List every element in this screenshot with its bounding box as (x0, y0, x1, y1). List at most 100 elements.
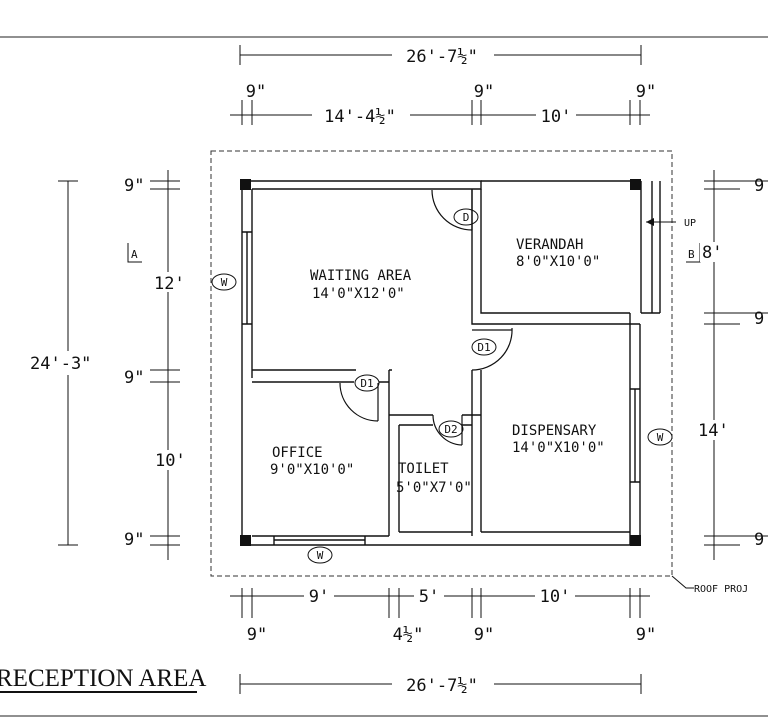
section-marker-a-frame (127, 243, 142, 263)
window-tag-left-ring (211, 273, 237, 291)
right-dimensions (704, 170, 768, 560)
bottom-dimension-labels: 9' 5' 10' 9" 4½" 9" 9" 26'-7½" (247, 586, 656, 696)
room-labels: WAITING AREA 14'0"X12'0" VERANDAH 8'0"X1… (270, 237, 605, 496)
section-marker-b: B (688, 248, 695, 261)
dim-top-span-right: 10' (541, 107, 572, 127)
left-dimension-labels: 24'-3" 9" 12' 9" 10' 9" (28, 176, 186, 550)
wall-left (241, 181, 253, 545)
door-swing-d1-office (339, 382, 379, 422)
room-name-office: OFFICE (272, 445, 323, 461)
top-dimension-labels: 26'-7½" 9" 14'-4½" 9" 10' 9" (246, 44, 656, 127)
door-tag-d2-ring (438, 420, 464, 438)
dim-bottom-span-left: 9' (309, 587, 329, 607)
columns (240, 179, 641, 546)
door-tag-d: D (463, 211, 470, 224)
wall-office-top (252, 369, 356, 383)
dim-left-span-lower: 10' (155, 451, 186, 471)
dim-top-overall-mask (392, 44, 494, 66)
door-swing-d (431, 189, 473, 231)
dim-left-wall-bottom: 9" (124, 530, 144, 550)
door-tag-d1-office-ring (354, 374, 380, 392)
dim-right-wall-mid: 9 (754, 309, 764, 329)
dim-top-wall-right: 9" (636, 82, 656, 102)
dim-top-span-left-mask (312, 105, 410, 125)
dim-right-wall-top: 9 (754, 176, 764, 196)
room-name-waiting: WAITING AREA (310, 268, 412, 284)
right-dimension-labels: 8' 14' 9 9 9 (696, 176, 764, 550)
window-tag-bottom-ring (307, 546, 333, 564)
dim-top-wall-left: 9" (246, 82, 266, 102)
wall-office-door-jamb (379, 369, 392, 383)
dim-right-wall-bottom: 9 (754, 530, 764, 550)
dim-bottom-span-right: 10' (540, 587, 571, 607)
window-tag-bottom: W (317, 549, 324, 562)
dim-left-overall-mask (28, 351, 106, 375)
window-tag-right: W (657, 431, 664, 444)
roof-projection-leader: ROOF PROJ (671, 575, 748, 595)
room-size-waiting: 14'0"X12'0" (312, 286, 405, 302)
dim-right-span-upper-mask (700, 242, 726, 262)
verandah-steps (640, 181, 661, 314)
room-name-dispensary: DISPENSARY (512, 423, 597, 439)
column-bottom-left (240, 535, 251, 546)
dim-bottom-span-left-mask (304, 586, 334, 606)
dim-left-overall: 24'-3" (30, 354, 91, 374)
section-marker-a: A (131, 248, 138, 261)
door-swing-d2 (432, 414, 463, 446)
column-bottom-right (630, 535, 641, 546)
dim-right-span-upper: 8' (702, 243, 722, 263)
dim-top-span-left: 14'-4½" (324, 107, 396, 127)
roof-projection-label: ROOF PROJ (694, 584, 748, 595)
door-tags (211, 208, 673, 564)
dim-top-overall: 26'-7½" (406, 47, 478, 67)
dim-bottom-wall-mid-right: 9" (474, 625, 494, 645)
door-tag-d1-office: D1 (360, 377, 373, 390)
section-markers (127, 243, 701, 263)
door-tag-d1-dispensary: D1 (477, 341, 490, 354)
wall-right (629, 313, 641, 545)
up-arrow-head (646, 218, 654, 226)
door-tag-d-ring (453, 208, 479, 226)
room-size-dispensary: 14'0"X10'0" (512, 440, 605, 456)
door-swings (339, 189, 513, 446)
room-name-toilet: TOILET (398, 461, 449, 477)
window-tag-left: W (221, 276, 228, 289)
door-tag-d1-dispensary-ring (471, 338, 497, 356)
wall-toilet (388, 370, 433, 536)
dim-bottom-wall-right: 9" (636, 625, 656, 645)
drawing-title-block: RECEPTION AREA (0, 665, 206, 693)
roof-leader-line (671, 575, 694, 589)
column-top-left (240, 179, 251, 190)
wall-toilet-right (462, 414, 481, 426)
room-name-verandah: VERANDAH (516, 237, 583, 253)
dim-bottom-span-mid-mask (414, 586, 444, 606)
door-swing-d1-dispensary (471, 327, 513, 371)
dim-left-wall-top: 9" (124, 176, 144, 196)
up-label: UP (684, 218, 696, 229)
dim-bottom-overall: 26'-7½" (406, 676, 478, 696)
wall-top-waiting (242, 180, 482, 190)
dim-left-span-lower-mask (152, 450, 186, 470)
stair-up-arrow: UP (646, 218, 696, 229)
sheet-border (0, 36, 768, 717)
wall-dispensary-left (471, 370, 482, 536)
dim-right-span-lower-mask (696, 420, 730, 440)
dim-left-span-upper: 12' (154, 274, 185, 294)
dim-left-span-upper-mask (152, 272, 182, 292)
dim-left-wall-mid: 9" (124, 368, 144, 388)
dim-top-wall-mid: 9" (474, 82, 494, 102)
room-size-office: 9'0"X10'0" (270, 462, 354, 478)
dim-bottom-wall-left: 9" (247, 625, 267, 645)
wall-verandah-inner (471, 189, 640, 325)
roof-projection-outline (210, 150, 673, 577)
column-top-right (630, 179, 641, 190)
door-tag-labels: D D1 D1 D2 W W W (221, 211, 664, 562)
room-size-verandah: 8'0"X10'0" (516, 254, 600, 270)
room-size-toilet: 5'0"X7'0" (396, 480, 472, 496)
door-tag-d2: D2 (444, 423, 457, 436)
dim-top-span-right-mask (536, 105, 576, 125)
drawing-title: RECEPTION AREA (0, 665, 206, 692)
walls (241, 180, 661, 546)
window-tag-right-ring (647, 428, 673, 446)
